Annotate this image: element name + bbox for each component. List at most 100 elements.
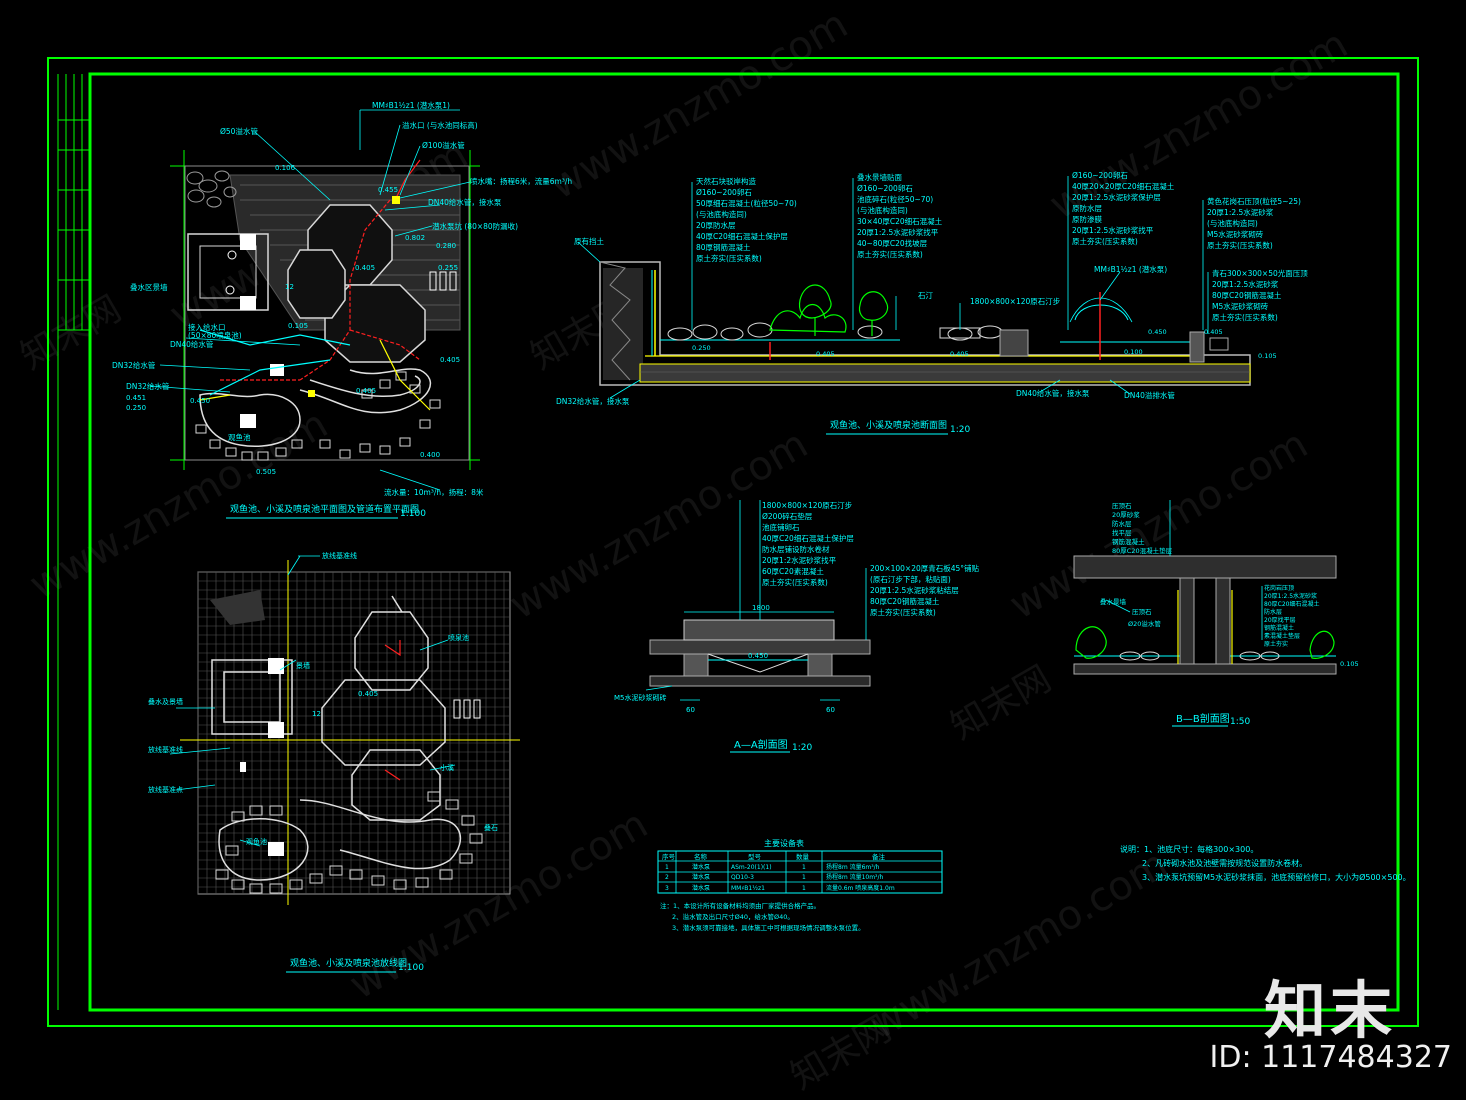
plan-bottom-label: 叠石 (484, 824, 498, 832)
section-note: 原土夯实(压实系数) (857, 249, 923, 259)
section-note: 30×40厚C20细石混凝土 (857, 216, 943, 226)
bb-note: 压顶石 (1112, 502, 1132, 510)
section-main: 天然石块驳岸构造 Ø160~200卵石 50厚细石混凝土(粒径50~70) (与… (556, 170, 1308, 435)
aa-note: 池底铺卵石 (762, 522, 800, 532)
plan-top-title: 观鱼池、小溪及喷泉池平面图及管道布置平面图 (230, 503, 419, 515)
section-notes-5: 青石300×300×50光面压顶 20厚1:2.5水泥砂浆 80厚C20钢筋混凝… (1212, 268, 1308, 322)
general-note: 2、凡砖砌水池及池壁需按规范设置防水卷材。 (1142, 858, 1307, 868)
plan-top-label: 溢水口 (与水池同标高) (402, 120, 478, 130)
aa-notes-1: 1800×800×120原石汀步 Ø200碎石垫层 池底铺卵石 40厚C20细石… (762, 501, 854, 587)
elevation-mark: 0.505 (256, 468, 276, 476)
plan-bottom-label: 景墙 (296, 661, 310, 670)
bb-note: Ø20溢水管 (1128, 619, 1161, 628)
bb-note: 素混凝土垫层 (1264, 632, 1300, 640)
section-note: 原土夯实(压实系数) (1072, 236, 1138, 246)
table-cell: MM♯B1½z1 (731, 885, 765, 892)
aa-dimension: 60 (686, 706, 695, 714)
section-label: 1800×800×120原石汀步 (970, 297, 1061, 306)
aa-dimension: 1800 (752, 604, 770, 612)
plan-top: MM♯B1½z1 (潜水泵1) Ø50溢水管 溢水口 (与水池同标高) Ø100… (112, 100, 572, 519)
section-note: 20厚1:2.5水泥砂浆找平 (1072, 225, 1154, 235)
plan-top-label: (50×80喷泉池) (188, 330, 242, 340)
section-notes-4: 黄色花岗石压顶(粒径5~25) 20厚1:2.5水泥砂浆 (与池底构造同) M5… (1207, 196, 1301, 250)
table-row: 1 潜水泵 ASm-20(1)(1) 1 扬程8m 流量6m³/h (665, 863, 880, 871)
section-note: 原土夯实(压实系数) (696, 253, 762, 263)
elevation-mark: 0.400 (420, 451, 440, 459)
bottom-rock-cluster (210, 590, 265, 625)
section-bb-title: B—B剖面图 (1176, 712, 1230, 725)
section-note: 池底碎石(粒径50~70) (857, 194, 933, 204)
section-note: 80厚C20钢筋混凝土 (1212, 290, 1282, 300)
elevation-mark: 0.450 (190, 397, 210, 405)
section-note: 20厚防水层 (696, 220, 736, 230)
table-cell: 1 (802, 874, 806, 881)
elevation-mark: 0.105 (288, 322, 308, 330)
section-note: 黄色花岗石压顶(粒径5~25) (1207, 196, 1301, 206)
section-note: 20厚1:2.5水泥砂浆 (1212, 279, 1279, 289)
general-note: 3、潜水泵坑预留M5水泥砂浆抹面，池底预留检修口，大小为Ø500×500。 (1142, 872, 1411, 882)
plan-bottom-label: 喷泉池 (448, 633, 469, 642)
section-bb: 压顶石 20厚砂浆 防水层 找平层 钢筋混凝土 80厚C20混凝土垫层 花岗岩压… (1073, 500, 1359, 727)
general-notes: 说明：1、池底尺寸：每格300×300。 2、凡砖砌水池及池壁需按规范设置防水卷… (1120, 844, 1411, 882)
plan-bottom-label: 放线基准线 (322, 551, 357, 560)
elevation-mark: 0.250 (126, 404, 146, 412)
plan-top-label: 潜水泵坑 (80×80防漏收) (432, 221, 518, 231)
general-note: 说明：1、池底尺寸：每格300×300。 (1120, 844, 1258, 854)
section-note: 原防水层 (1072, 203, 1102, 213)
aa-note: 原土夯实(压实系数) (870, 607, 936, 617)
aa-note: 60厚C20素混凝土 (762, 566, 824, 576)
site-logo: 知末 (1263, 974, 1396, 1047)
elevation-mark: 0.450 (748, 652, 768, 660)
table-cell: 2 (665, 874, 669, 881)
bb-note: 防水层 (1112, 519, 1132, 528)
aa-label: M5水泥砂浆砌砖 (614, 693, 667, 702)
aa-note: 80厚C20钢筋混凝土 (870, 596, 940, 606)
plan-bottom-label: 放线基准线 (148, 745, 183, 754)
section-note: 叠水景墙贴面 (857, 172, 902, 182)
bb-right-notes: 花岗岩压顶 20厚1:2.5水泥砂浆 80厚C20细石混凝土 防水层 20厚找平… (1264, 584, 1319, 648)
elevation-mark: 0.405 (950, 350, 969, 358)
plan-top-scale: 1:100 (400, 509, 426, 519)
bb-left-notes: 叠水景墙 压顶石 Ø20溢水管 (1100, 597, 1161, 628)
plan-top-label: DN40给水管 (170, 339, 214, 349)
table-cell: ASm-20(1)(1) (731, 864, 772, 871)
section-note: 40厚C20细石混凝土保护层 (696, 231, 788, 241)
section-note: Ø160~200卵石 (1072, 170, 1128, 180)
section-note: Ø160~200卵石 (857, 183, 913, 193)
section-main-scale: 1:20 (950, 425, 970, 435)
table-cell: 扬程8m 流量10m³/h (826, 873, 883, 881)
section-main-title: 观鱼池、小溪及喷泉池断面图 (830, 419, 947, 431)
aa-note: 1800×800×120原石汀步 (762, 501, 853, 510)
elevation-mark: 0.405 (356, 387, 376, 395)
table-header: 数量 (796, 852, 810, 861)
section-note: 天然石块驳岸构造 (696, 176, 756, 186)
plan-bottom-title: 观鱼池、小溪及喷泉池放线图 (290, 957, 407, 969)
bb-note: 压顶石 (1132, 608, 1152, 616)
elevation-mark: 0.105 (1258, 352, 1277, 360)
aa-note: 防水层铺设防水卷材 (762, 544, 830, 554)
plan-top-label: MM♯B1½z1 (潜水泵1) (372, 100, 450, 110)
elevation-mark: 0.455 (378, 186, 398, 194)
bb-note: 防水层 (1264, 608, 1282, 616)
table-header: 备注 (872, 852, 886, 861)
plan-bottom-label: 叠水及景墙 (148, 697, 183, 706)
plan-top-label: DN40给水管，接水泵 (428, 197, 502, 207)
leader-lines (149, 109, 471, 491)
stream (199, 368, 432, 447)
stream-stones (195, 371, 441, 461)
elevation-mark: 12 (285, 283, 294, 291)
rock-cluster (186, 170, 237, 208)
section-note: M5水泥砂浆砌砖 (1207, 229, 1264, 239)
table-cell: 潜水泵 (692, 863, 710, 871)
section-note: 20厚1:2.5水泥砂浆找平 (857, 227, 939, 237)
image-id-label: ID: 1117484327 (1209, 1040, 1452, 1075)
equipment-note: 2、溢水管及出口尺寸Ø40，给水管Ø40。 (672, 912, 794, 921)
elevation-mark: 0.255 (438, 264, 458, 272)
elevation-mark: 0.451 (126, 394, 146, 402)
section-note: 20厚1:2.5水泥砂浆保护层 (1072, 192, 1161, 202)
section-leaders (577, 176, 1209, 399)
section-note: 原土夯实(压实系数) (1207, 240, 1273, 250)
section-stones (667, 322, 1003, 341)
section-note: 原土夯实(压实系数) (1212, 312, 1278, 322)
